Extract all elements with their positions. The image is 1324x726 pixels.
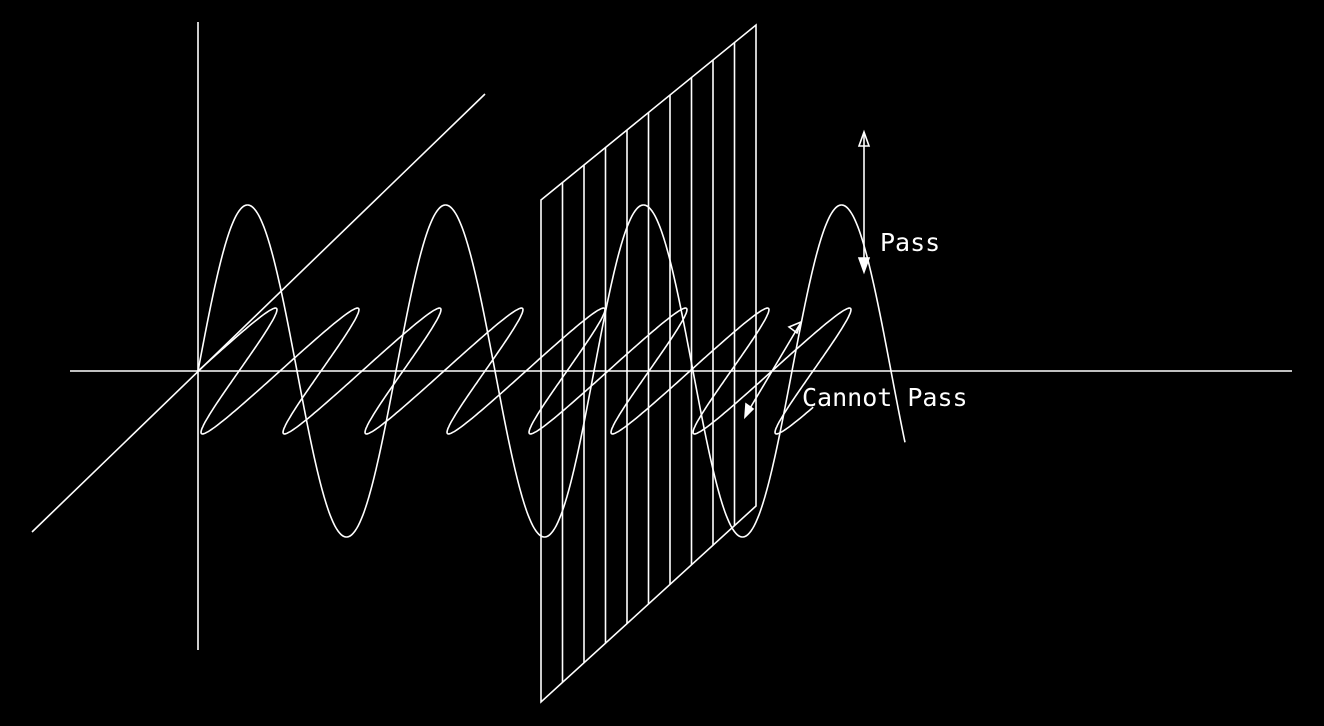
cannot-pass-arrow-head-lower xyxy=(744,402,755,420)
horizontal-wave xyxy=(197,307,852,435)
cannot-pass-label: Cannot Pass xyxy=(802,383,968,412)
cannot-pass-arrow-shaft xyxy=(745,323,801,416)
waves xyxy=(197,204,906,538)
axes xyxy=(31,22,1292,650)
cannot-pass-arrow xyxy=(744,320,803,420)
vertical-wave xyxy=(197,204,906,538)
pass-arrow-head-down xyxy=(857,257,871,275)
pass-arrow-head-up xyxy=(857,129,871,147)
pass-label: Pass xyxy=(880,228,940,257)
z-axis xyxy=(31,93,486,533)
filter-frame xyxy=(540,23,757,704)
pass-arrow xyxy=(857,129,871,275)
cannot-pass-arrow-head-upper xyxy=(787,320,803,335)
